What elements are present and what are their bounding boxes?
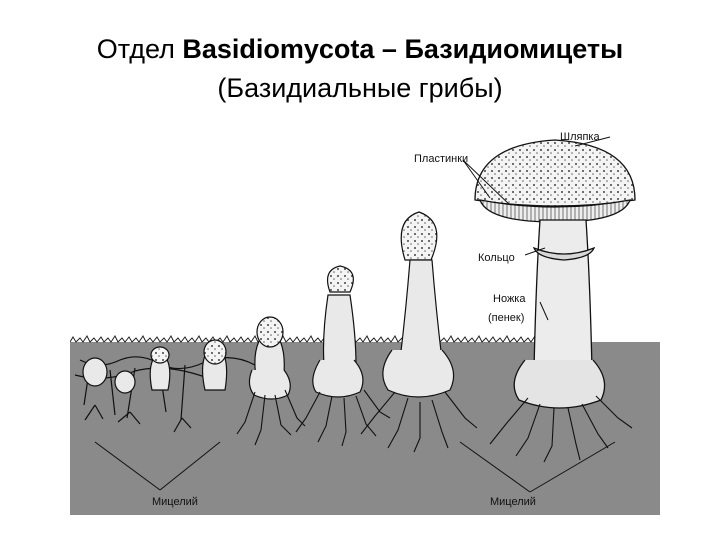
- mushroom-development-diagram: Шляпка Пластинки Кольцо Ножка (пенек) Ми…: [70, 120, 660, 515]
- stage-2-bud: [150, 347, 170, 390]
- stage-6-egg-mushroom: [383, 212, 454, 397]
- label-stem: Ножка: [493, 293, 526, 305]
- label-ring: Кольцо: [478, 252, 515, 264]
- mature-cap: [475, 140, 635, 206]
- label-gills: Пластинки: [414, 153, 468, 165]
- label-mycelium-left: Мицелий: [152, 496, 198, 508]
- label-mycelium-right: Мицелий: [490, 496, 536, 508]
- title-line-1: Отдел Basidiomycota – Базидиомицеты: [0, 30, 720, 69]
- slide-title: Отдел Basidiomycota – Базидиомицеты (Баз…: [0, 30, 720, 108]
- stage-4-bud: [249, 317, 290, 399]
- title-prefix: Отдел: [97, 34, 183, 64]
- stage-3-bud: [203, 340, 227, 390]
- stage-5-young-mushroom: [313, 266, 363, 397]
- label-cap: Шляпка: [560, 131, 600, 143]
- title-line-2: (Базидиальные грибы): [0, 69, 720, 108]
- label-stem-alt: (пенек): [488, 312, 524, 324]
- grass: [70, 336, 538, 342]
- title-bold: Basidiomycota – Базидиомицеты: [182, 34, 623, 64]
